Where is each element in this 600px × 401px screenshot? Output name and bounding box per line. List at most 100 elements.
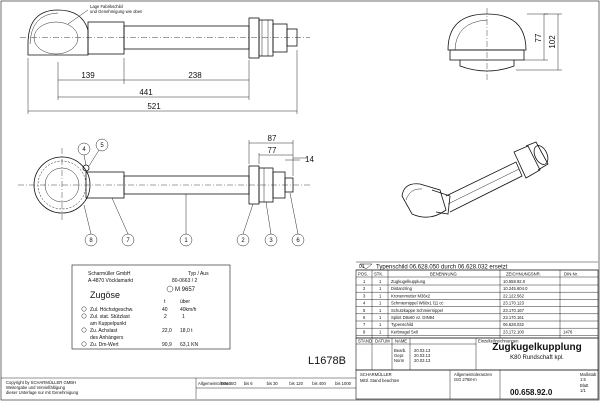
bottom-notes: Copyright by SCHARMÜLLER GMBH Weitergabe… bbox=[1, 377, 356, 399]
plate-row-label: Zu. Achslast bbox=[90, 328, 118, 334]
title-date: 20.03.13 bbox=[414, 353, 431, 358]
bom-cell: Kronenmutter M36x2 bbox=[391, 293, 431, 298]
dim-238: 238 bbox=[188, 71, 202, 80]
bom-cell: Kerbnagel 5x8 bbox=[391, 329, 419, 334]
bom-cell: 1 bbox=[379, 329, 382, 334]
callout-5: 5 bbox=[100, 143, 104, 149]
type-plate: Scharmüller GmbH A-4870 Vöcklamarkt Typ … bbox=[71, 264, 231, 350]
callout-7: 7 bbox=[126, 238, 130, 244]
title-row-label: Bearb. bbox=[394, 348, 406, 353]
title-row-label: Gepr. bbox=[394, 353, 404, 358]
plate-col-2: über bbox=[180, 299, 190, 305]
bom-cell: 1 bbox=[379, 301, 382, 306]
bom-cell: 6 bbox=[363, 315, 366, 320]
plate-row-value: 1 bbox=[182, 314, 185, 320]
plate-row-value: 63,1 KN bbox=[180, 342, 198, 348]
bom-cell: 1 bbox=[379, 315, 382, 320]
plate-row-label: am Kuppelpunkt bbox=[90, 321, 127, 327]
tolerance-cell: DIN ISO bbox=[221, 381, 237, 386]
bom-cell: 1 bbox=[379, 308, 382, 313]
bom-header-din: DIN-Nr. bbox=[564, 272, 578, 277]
bom-cell: 8 bbox=[363, 329, 366, 334]
bom-cell: 23.170.167 bbox=[503, 308, 525, 313]
bom-cell: 7 bbox=[363, 322, 366, 327]
callout-3: 3 bbox=[269, 238, 273, 244]
bom-cell: 10.558.92.0 bbox=[503, 279, 526, 284]
plate-rows: Zul. Höchstgeschw. 40 40km/h Zul. stat. … bbox=[81, 306, 198, 348]
bom-cell: 22.122.562 bbox=[503, 293, 525, 298]
title-date: 20.03.13 bbox=[414, 348, 431, 353]
tolerance-cell: bis 120 bbox=[289, 381, 303, 386]
title-name: NAME bbox=[395, 339, 407, 344]
tolerance-cell: bis 30 bbox=[267, 381, 279, 386]
tolerance-cell: bis 6 bbox=[244, 381, 254, 386]
plate-approval: M 9657 bbox=[175, 287, 196, 293]
title-block: STAND DATUM NAME Bearb. Gepr. Norm 20.03… bbox=[355, 337, 599, 371]
top-note-line-1: Lage Fabrikschild bbox=[90, 4, 123, 9]
tolerance-note: Allgemeintoleranzen bbox=[454, 372, 493, 377]
sheet-value: 1/1 bbox=[580, 388, 586, 393]
title-number: 00.658.92.0 bbox=[510, 388, 553, 397]
dim-441: 441 bbox=[139, 88, 153, 97]
revision-index: 01 bbox=[359, 264, 365, 270]
plate-address: A-4870 Vöcklamarkt bbox=[88, 278, 134, 284]
bom-cell: 3 bbox=[363, 293, 366, 298]
copyright-line: dieser Unterlage nur mit Genehmigung bbox=[6, 390, 79, 395]
plate-row-label: des Anhängers bbox=[90, 335, 124, 341]
bom-cell: 1 bbox=[379, 293, 382, 298]
plate-row-value: 18,0 t bbox=[180, 328, 193, 334]
plate-row-value: 22,0 bbox=[162, 328, 172, 334]
tolerance-cell: bis 1000 bbox=[335, 381, 352, 386]
plate-col-1: t bbox=[164, 299, 166, 305]
callout-1: 1 bbox=[184, 238, 188, 244]
revision-row: 01 Typenschild 06.628.050 durch 06.628.0… bbox=[356, 261, 598, 271]
bom-cell: 1 bbox=[363, 279, 366, 284]
bom-cell: 2 bbox=[363, 286, 366, 291]
bom-header-pos: POS. bbox=[358, 272, 368, 277]
title-stand: STAND bbox=[358, 339, 372, 344]
bom-table: POS. STK. BENENNUNG ZEICHNUNGSNR. DIN-Nr… bbox=[355, 269, 599, 339]
plate-row-value: 90,9 bbox=[162, 342, 172, 348]
middle-view bbox=[18, 148, 310, 222]
bom-cell: 06.628.032 bbox=[503, 322, 525, 327]
plate-row-value: 40 bbox=[162, 307, 168, 313]
revision-text: Typenschild 06.628.050 durch 06.628.032 … bbox=[376, 265, 508, 271]
dim-77-mid: 77 bbox=[268, 146, 277, 155]
bom-header-name: BENENNUNG bbox=[430, 272, 457, 277]
bom-cell: 23.170.161 bbox=[503, 315, 525, 320]
dim-14: 14 bbox=[305, 155, 314, 164]
bom-cell: Typenschild bbox=[391, 322, 414, 327]
top-dimensions: 139 238 441 521 bbox=[27, 50, 298, 114]
plate-type-value: 80-0663 / 2 bbox=[172, 278, 198, 284]
title-subtitle: K80 Rundschaft kpl. bbox=[510, 355, 564, 361]
dim-77-side: 77 bbox=[534, 33, 543, 42]
bom-header-stk: STK. bbox=[374, 272, 383, 277]
plate-row-value: 2 bbox=[164, 314, 167, 320]
bom-cell: 23.170.123 bbox=[503, 301, 525, 306]
tolerance-cell: bis 400 bbox=[312, 381, 326, 386]
title-left-note: Einzelteilzeichnungen bbox=[478, 339, 519, 344]
callout-4: 4 bbox=[82, 147, 86, 153]
copyright-line: Copyright by SCHARMÜLLER GMBH bbox=[6, 380, 76, 385]
plate-row-label: Zul. Höchstgeschw. bbox=[90, 307, 133, 313]
callout-2: 2 bbox=[241, 238, 245, 244]
bom-cell: Zugkugelkupplung bbox=[391, 279, 426, 284]
title-product: Zugkugelkupplung bbox=[492, 342, 581, 353]
plate-company: Scharmüller GmbH bbox=[88, 271, 131, 277]
drawing-number: L1678B bbox=[308, 355, 346, 367]
bom-cell: Distanzring bbox=[391, 286, 413, 291]
title-left-note: Mittl. Stand beachten bbox=[360, 378, 400, 383]
plate-title: Zugöse bbox=[90, 290, 120, 300]
top-view: Lage Fabrikschild und Genehmigung wie ob… bbox=[20, 4, 310, 59]
title-datum: DATUM bbox=[375, 339, 390, 344]
bom-header-drawing: ZEICHNUNGSNR. bbox=[506, 272, 541, 277]
scale-value: 1:5 bbox=[580, 377, 586, 382]
dim-139: 139 bbox=[81, 71, 95, 80]
middle-dimensions: 87 77 14 bbox=[248, 134, 314, 176]
callout-6: 6 bbox=[296, 238, 300, 244]
plate-type-label: Typ / Aus bbox=[188, 271, 209, 277]
bom-cell: Splint D8x60 vz. DIN94 bbox=[391, 315, 435, 320]
